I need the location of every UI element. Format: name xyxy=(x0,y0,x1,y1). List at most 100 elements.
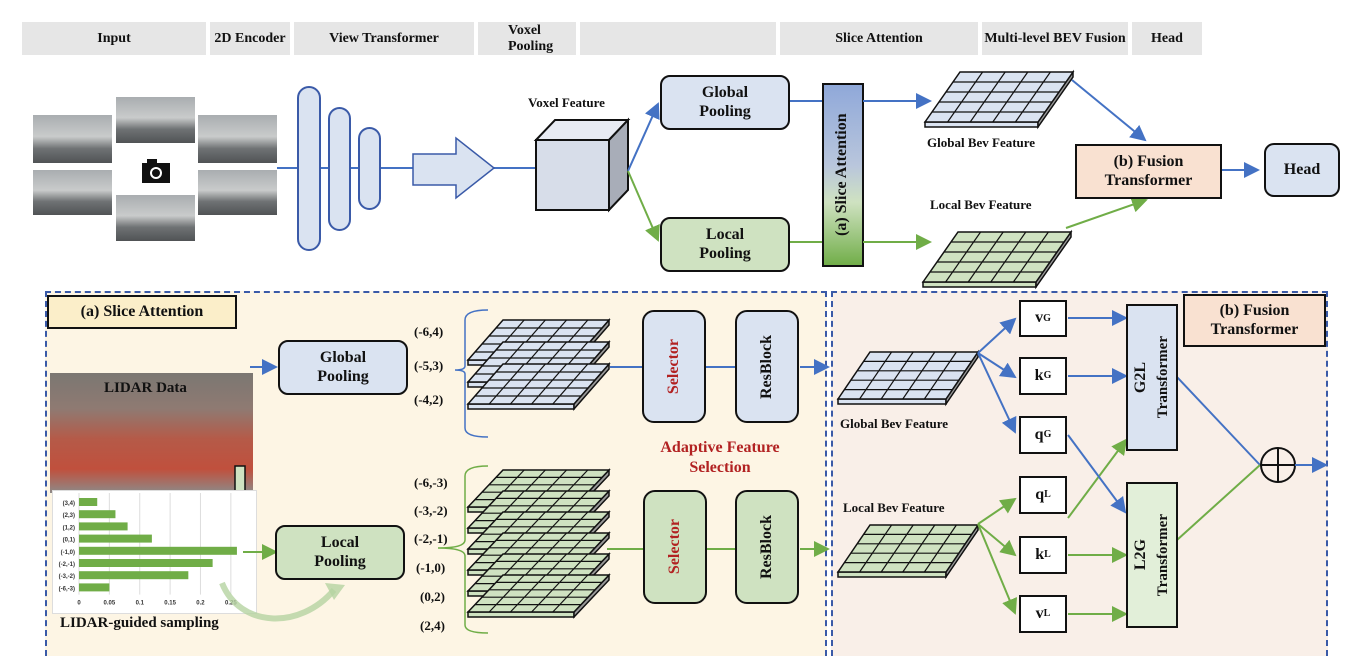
fusion-panel-title: (b) Fusion Transformer xyxy=(1183,294,1326,347)
slice-global-pooling-line1: Global xyxy=(319,349,367,367)
vL-sup: L xyxy=(1043,608,1051,620)
local-range-label: (-2,-1) xyxy=(414,531,448,546)
global-range-label: (-6,4) xyxy=(414,324,444,339)
stage-header-slice-attention-bg xyxy=(580,22,776,55)
grid-line xyxy=(947,71,984,123)
local-pooling-box: Local Pooling xyxy=(660,217,790,272)
local-pooling-line1: Local xyxy=(705,226,745,244)
chart-x-tick: 0.15 xyxy=(164,601,176,607)
grid-plate-top xyxy=(466,574,611,613)
qG-label: q xyxy=(1034,425,1044,443)
chart-y-tick: (1,2) xyxy=(63,525,75,531)
g2l-sub-label: Transformer xyxy=(1154,336,1171,419)
l2g-transformer-box: L2G Transformer xyxy=(1126,482,1178,628)
grid-plate-top xyxy=(921,231,1073,283)
lidar-image xyxy=(50,373,253,493)
g2l-label: G2L xyxy=(1132,361,1150,394)
local-resblock-box: ResBlock xyxy=(735,490,799,604)
chart-bar xyxy=(79,534,152,543)
grid-line xyxy=(859,524,893,573)
global-selector-box: Selector xyxy=(642,310,706,423)
vG-sup: G xyxy=(1043,312,1051,324)
local-brace xyxy=(437,465,489,634)
local-bev-grid xyxy=(921,229,1073,290)
grid-plate-top xyxy=(923,71,1075,123)
grid-line xyxy=(969,71,1006,123)
global-resblock-box: ResBlock xyxy=(735,310,799,423)
grid-line xyxy=(1012,231,1049,283)
fusion-transformer-box: (b) Fusion Transformer xyxy=(1075,144,1222,199)
chart-x-tick: 0.25 xyxy=(225,601,237,607)
voxel-cube xyxy=(533,117,631,213)
chart-bar xyxy=(79,522,128,531)
grid-line xyxy=(880,351,914,400)
encoder-layer-2 xyxy=(328,107,351,231)
stage-header-head: Head xyxy=(1132,22,1202,55)
kL-sup: L xyxy=(1044,549,1051,561)
vG-label: v xyxy=(1035,309,1044,327)
fusion-panel-title-line1: (b) Fusion xyxy=(1219,302,1290,320)
grid-line xyxy=(902,524,936,573)
chart-y-tick: (-3,-2) xyxy=(59,574,75,580)
grid-line xyxy=(531,574,568,613)
stage-header-slice-attention: Slice Attention xyxy=(780,22,978,55)
grid-line xyxy=(531,363,568,405)
chart-bar xyxy=(79,510,116,519)
slice-global-pooling-box: Global Pooling xyxy=(278,340,408,395)
chart-bar xyxy=(79,559,213,567)
local-selector-box: Selector xyxy=(643,490,707,604)
encoder-layer-1 xyxy=(297,86,321,251)
global-pooling-line2: Pooling xyxy=(699,102,751,120)
adaptive-line1: Adaptive Feature xyxy=(660,439,780,456)
camera-image xyxy=(33,115,112,163)
chart-x-tick: 0.2 xyxy=(196,601,205,607)
chart-bar xyxy=(79,583,110,592)
grid-line xyxy=(902,351,936,400)
grid-line xyxy=(967,231,1004,283)
local-range-label: (-1,0) xyxy=(416,560,446,575)
circled-plus-icon xyxy=(1260,447,1296,483)
fusion-local-bev-grid xyxy=(836,522,980,580)
grid-line xyxy=(488,574,525,613)
lidar-data-label: LIDAR Data xyxy=(104,380,187,396)
encoder-layer-3 xyxy=(358,127,381,210)
chart-y-tick: (-2,-1) xyxy=(59,562,75,568)
slice-panel-title: (a) Slice Attention xyxy=(47,295,237,329)
chart-x-tick: 0 xyxy=(77,601,81,607)
grid-line xyxy=(923,351,957,400)
slice-local-pooling-box: Local Pooling xyxy=(275,525,405,580)
local-range-label: (-6,-3) xyxy=(414,475,448,490)
stage-header-2d-encoder: 2D Encoder xyxy=(210,22,290,55)
global-slice-stack xyxy=(466,318,611,411)
grid-line xyxy=(488,363,525,405)
grid-line xyxy=(552,574,589,613)
vL-label: v xyxy=(1035,604,1044,622)
head-box: Head xyxy=(1264,143,1340,197)
global-pooling-box: Global Pooling xyxy=(660,75,790,130)
kG-sup: G xyxy=(1043,370,1052,382)
chart-bar xyxy=(79,498,98,506)
stage-header-input: Input xyxy=(22,22,206,55)
g2l-transformer-box: G2L Transformer xyxy=(1126,304,1178,451)
adaptive-line2: Selection xyxy=(689,459,751,476)
chart-y-tick: (3,4) xyxy=(63,501,75,507)
adaptive-selection-label: Adaptive Feature Selection xyxy=(640,438,800,478)
fusion-global-bev-label: Global Bev Feature xyxy=(840,416,949,431)
slice-local-pooling-line2: Pooling xyxy=(314,552,366,570)
l2g-sub-label: Transformer xyxy=(1154,513,1171,597)
fusion-global-bev-grid xyxy=(836,349,980,407)
stage-header-voxel-pooling: Voxel Pooling xyxy=(478,22,576,55)
camera-image xyxy=(116,195,195,241)
l2g-label: L2G xyxy=(1132,539,1150,571)
view-transformer-arrow xyxy=(412,136,496,200)
curved-arrow xyxy=(219,581,337,622)
local-pooling-line2: Pooling xyxy=(699,244,751,262)
